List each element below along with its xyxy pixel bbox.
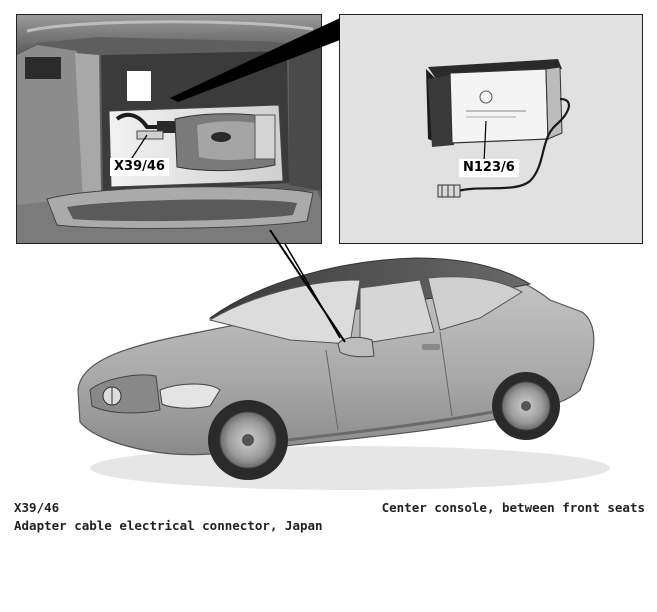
coupe-car-drawing [77, 257, 610, 490]
component-description: Adapter cable electrical connector, Japa… [14, 518, 323, 533]
callout-label-n123: N123/6 [459, 159, 519, 177]
console-detail-panel: X39/46 [16, 14, 322, 244]
callout-label-x39: X39/46 [110, 158, 169, 176]
component-code: X39/46 [14, 500, 60, 515]
component-location: Center console, between front seats [381, 500, 645, 515]
console-photo [17, 15, 321, 243]
control-unit-panel: N123/6 [339, 14, 643, 244]
vehicle-illustration [60, 240, 620, 500]
control-unit-illustration [340, 15, 642, 243]
